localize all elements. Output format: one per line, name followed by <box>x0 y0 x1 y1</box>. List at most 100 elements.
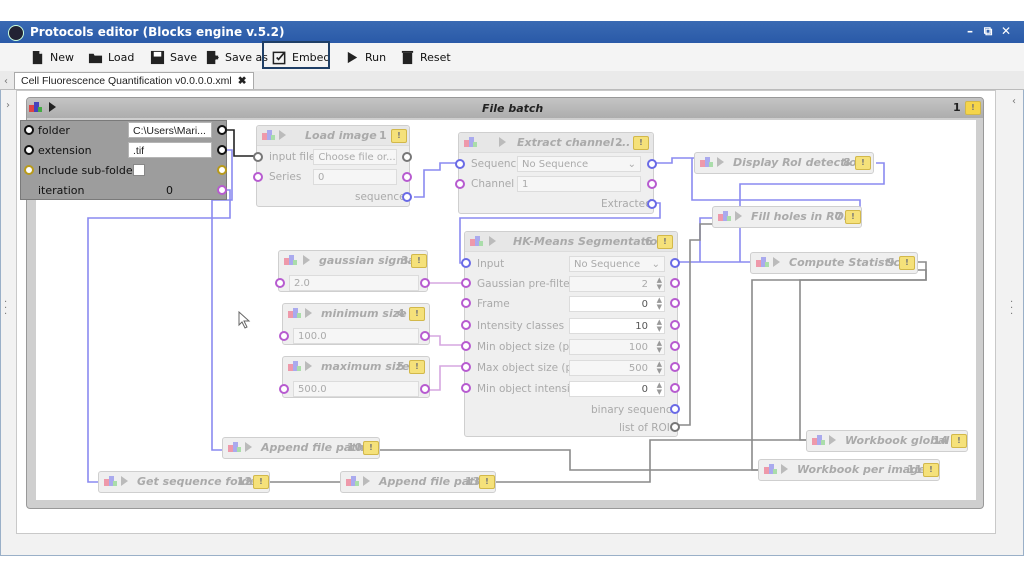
intensity-classes-field[interactable]: 10▲▼ <box>569 318 665 334</box>
spinner-icon[interactable]: ▲▼ <box>656 360 662 375</box>
subfolders-checkbox[interactable] <box>133 164 145 176</box>
spinner-icon[interactable]: ▲▼ <box>656 276 662 291</box>
min-object-intensity-output-port[interactable] <box>670 383 680 393</box>
spinner-icon[interactable]: ▲▼ <box>656 318 662 333</box>
sequence-output-port[interactable] <box>647 159 657 169</box>
min-object-intensity-field[interactable]: 0▲▼ <box>569 381 665 397</box>
warning-icon[interactable]: ! <box>409 360 425 374</box>
input-file-output-port[interactable] <box>402 152 412 162</box>
reset-button[interactable]: Reset <box>400 47 451 67</box>
minimize-icon[interactable]: – <box>967 24 973 38</box>
play-icon[interactable] <box>489 236 496 246</box>
series-port[interactable] <box>253 172 263 182</box>
tab-protocol[interactable]: Cell Fluorescence Quantification v0.0.0.… <box>14 72 254 89</box>
warning-icon[interactable]: ! <box>845 210 861 224</box>
subfolders-port[interactable] <box>24 165 34 175</box>
left-splitter-handle[interactable]: ··· <box>4 297 8 320</box>
frame-output-port[interactable] <box>670 298 680 308</box>
channel-field[interactable]: 1 <box>517 176 641 192</box>
warning-icon[interactable]: ! <box>923 463 939 477</box>
hk-means-block[interactable]: HK-Means Segmentation 6 ! Input No Seque… <box>464 231 678 437</box>
restore-icon[interactable]: ⧉ <box>983 24 993 38</box>
file-batch-header[interactable]: File batch 1 ! <box>27 98 983 118</box>
channel-output-port[interactable] <box>647 179 657 189</box>
close-icon[interactable]: ✕ <box>1000 24 1012 38</box>
subfolders-output-port[interactable] <box>217 165 227 175</box>
play-icon[interactable] <box>773 257 780 267</box>
gaussian-prefilter-port[interactable] <box>461 278 471 288</box>
minimum-size-port[interactable] <box>279 331 289 341</box>
get-sequence-folder-block[interactable]: Get sequence folder 12 ! <box>98 471 270 493</box>
maximum-size-port[interactable] <box>279 384 289 394</box>
play-icon[interactable] <box>499 137 506 147</box>
play-icon[interactable] <box>717 157 724 167</box>
play-icon[interactable] <box>781 464 788 474</box>
collapse-right-icon[interactable]: ‹ <box>1012 96 1016 107</box>
extension-output-port[interactable] <box>217 145 227 155</box>
play-icon[interactable] <box>245 442 252 452</box>
workbook-global-block[interactable]: Workbook global 14 ! <box>806 430 968 452</box>
max-object-size-port[interactable] <box>461 362 471 372</box>
maximum-size-output-port[interactable] <box>420 384 430 394</box>
run-button[interactable]: Run <box>345 47 386 67</box>
input-output-port[interactable] <box>670 258 680 268</box>
block-header[interactable] <box>257 126 409 146</box>
channel-port[interactable] <box>455 179 465 189</box>
min-object-intensity-port[interactable] <box>461 383 471 393</box>
series-output-port[interactable] <box>402 172 412 182</box>
maximum-size-field[interactable]: 500.0 <box>293 381 419 397</box>
frame-field[interactable]: 0▲▼ <box>569 296 665 312</box>
warning-icon[interactable]: ! <box>855 156 871 170</box>
minimum-size-field[interactable]: 100.0 <box>293 328 419 344</box>
play-icon[interactable] <box>121 476 128 486</box>
warning-icon[interactable]: ! <box>479 475 495 489</box>
append-file-path-10-block[interactable]: Append file path 10 ! <box>222 437 380 459</box>
list-of-roi-output-port[interactable] <box>670 422 680 432</box>
input-file-port[interactable] <box>253 152 263 162</box>
extracted-output-port[interactable] <box>647 199 657 209</box>
max-object-size-output-port[interactable] <box>670 362 680 372</box>
gaussian-sigma-output-port[interactable] <box>420 278 430 288</box>
append-file-path-13-block[interactable]: Append file path 13 ! <box>340 471 496 493</box>
compute-statistics-block[interactable]: Compute Statistics 9 ! <box>750 252 918 274</box>
spinner-icon[interactable]: ▲▼ <box>656 339 662 354</box>
warning-icon[interactable]: ! <box>253 475 269 489</box>
load-button[interactable]: Load <box>88 47 134 67</box>
frame-port[interactable] <box>461 298 471 308</box>
play-icon[interactable] <box>305 361 312 371</box>
spinner-icon[interactable]: ▲▼ <box>656 296 662 311</box>
folder-output-port[interactable] <box>217 125 227 135</box>
warning-icon[interactable]: ! <box>899 256 915 270</box>
spinner-icon[interactable]: ▲▼ <box>656 381 662 396</box>
minimum-size-block[interactable]: minimum size 4 ! 100.0 <box>282 303 430 345</box>
warning-icon[interactable]: ! <box>363 441 379 455</box>
choose-file-field[interactable]: Choose file or... <box>313 149 397 165</box>
expand-left-icon[interactable]: › <box>6 100 10 111</box>
input-port[interactable] <box>461 258 471 268</box>
save-as-button[interactable]: Save as <box>205 47 268 67</box>
warning-icon[interactable]: ! <box>633 136 649 150</box>
block-header[interactable] <box>465 232 677 252</box>
new-button[interactable]: New <box>30 47 74 67</box>
play-icon[interactable] <box>363 476 370 486</box>
play-icon[interactable] <box>279 130 286 140</box>
extract-channel-block[interactable]: Extract channel ... 2 ! Sequence No Sequ… <box>458 132 654 214</box>
save-button[interactable]: Save <box>150 47 197 67</box>
sequence-output-port[interactable] <box>402 192 412 202</box>
folder-field[interactable]: C:\Users\Mari... <box>128 122 212 138</box>
fill-holes-block[interactable]: Fill holes in ROI 7 ! <box>712 206 862 228</box>
gaussian-sigma-port[interactable] <box>275 278 285 288</box>
load-image-block[interactable]: Load image 1 ! input file Choose file or… <box>256 125 410 207</box>
maximum-size-block[interactable]: maximum size 5 ! 500.0 <box>282 356 430 398</box>
collapse-left-icon[interactable]: ‹ <box>4 76 8 87</box>
warning-icon[interactable]: ! <box>391 129 407 143</box>
min-object-size-output-port[interactable] <box>670 341 680 351</box>
input-select[interactable]: No Sequence⌄ <box>569 256 665 272</box>
intensity-classes-port[interactable] <box>461 320 471 330</box>
warning-icon[interactable]: ! <box>657 235 673 249</box>
warning-icon[interactable]: ! <box>965 101 981 115</box>
iteration-output-port[interactable] <box>217 185 227 195</box>
min-object-size-port[interactable] <box>461 341 471 351</box>
play-icon[interactable] <box>305 308 312 318</box>
extension-port[interactable] <box>24 145 34 155</box>
